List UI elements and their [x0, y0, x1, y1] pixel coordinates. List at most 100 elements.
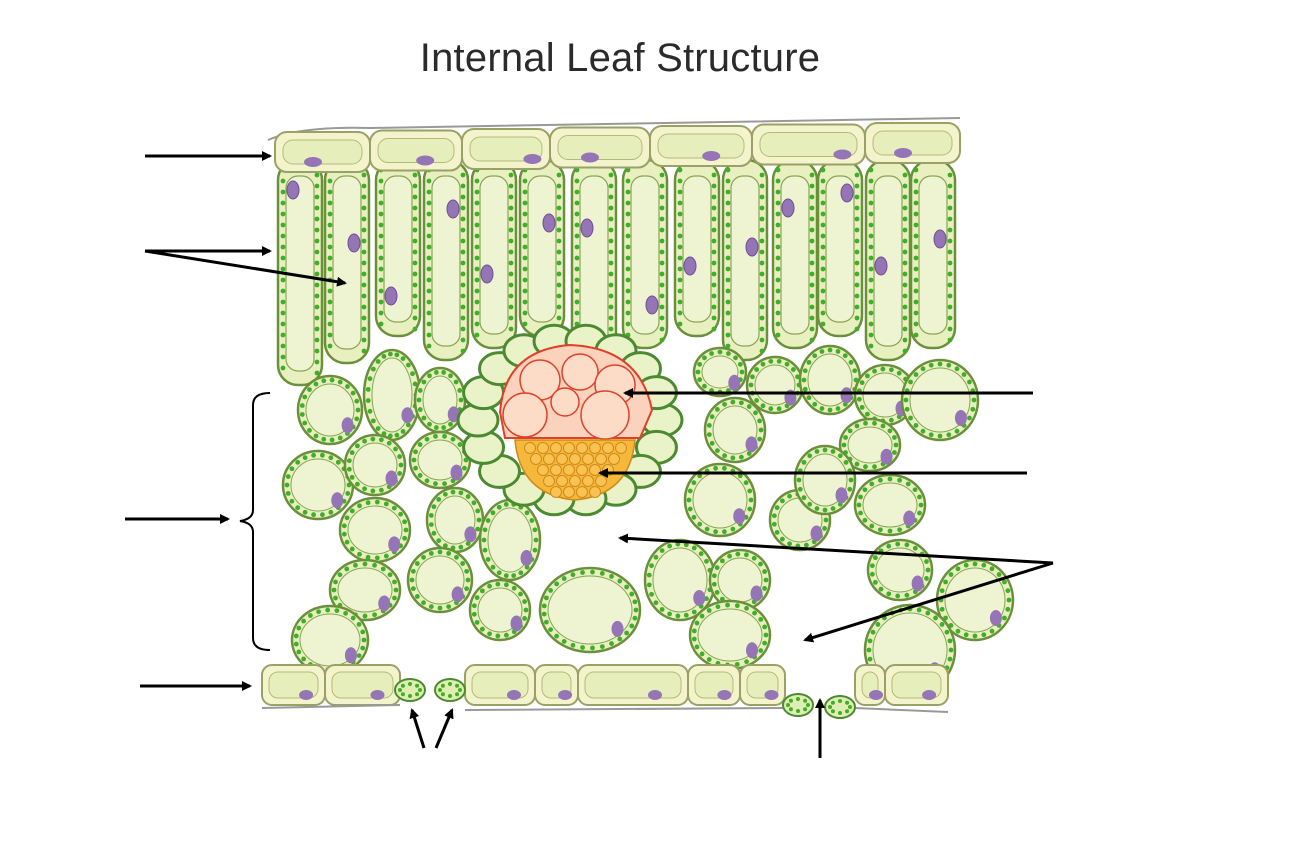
chloroplast — [393, 446, 398, 452]
chloroplast — [455, 683, 460, 688]
chloroplast — [344, 515, 350, 521]
chloroplast — [417, 407, 423, 412]
phloem-cell — [563, 464, 575, 476]
chloroplast — [574, 244, 580, 250]
chloroplast — [414, 594, 420, 599]
chloroplast — [667, 611, 673, 617]
chloroplast — [903, 397, 909, 403]
chloroplast — [357, 551, 362, 557]
chloroplast — [554, 633, 560, 639]
nucleus — [507, 690, 521, 700]
spongy-cell — [683, 462, 757, 538]
chloroplast — [556, 249, 562, 255]
chloroplast — [714, 448, 720, 454]
chloroplast — [361, 205, 367, 211]
chloroplast — [725, 255, 731, 261]
chloroplast — [762, 624, 768, 630]
chloroplast — [457, 388, 463, 393]
chloroplast — [895, 541, 901, 547]
chloroplast — [548, 588, 553, 593]
phloem-cell — [556, 475, 568, 487]
chloroplast — [854, 194, 860, 200]
chloroplast — [361, 282, 367, 288]
chloroplast — [400, 429, 406, 434]
chloroplast — [374, 555, 380, 561]
chloroplast — [412, 227, 418, 233]
chloroplast — [474, 277, 480, 283]
spongy-cell — [703, 396, 767, 464]
chloroplast — [659, 304, 665, 310]
chloroplast — [738, 454, 744, 460]
chloroplast — [709, 440, 715, 446]
chloroplast — [370, 488, 376, 494]
spongy-cell — [643, 538, 717, 622]
chloroplast — [314, 238, 320, 244]
chloroplast — [759, 282, 765, 288]
chloroplast — [280, 288, 286, 294]
nucleus — [304, 157, 322, 167]
chloroplast — [314, 183, 320, 189]
chloroplast — [809, 315, 815, 321]
chloroplast — [460, 293, 466, 299]
chloroplast — [947, 656, 953, 662]
chloroplast — [460, 172, 466, 178]
chloroplast — [854, 172, 860, 178]
chloroplast — [752, 610, 757, 616]
chloroplast — [436, 538, 442, 544]
chloroplast — [314, 304, 320, 310]
chloroplast — [522, 222, 528, 228]
chloroplast — [608, 205, 614, 211]
chloroplast — [280, 233, 286, 239]
chloroplast — [608, 249, 614, 255]
chloroplast — [730, 526, 736, 532]
chloroplast — [963, 562, 969, 568]
chloroplast — [334, 608, 340, 614]
chloroplast — [343, 610, 349, 616]
chloroplast — [424, 478, 430, 484]
chloroplast — [854, 238, 860, 244]
chloroplast — [541, 611, 547, 617]
nucleus — [648, 690, 662, 700]
nucleus — [750, 585, 763, 602]
chloroplast — [892, 450, 897, 455]
chloroplast — [649, 563, 654, 569]
chloroplast — [522, 277, 528, 283]
chloroplast — [556, 227, 562, 233]
chloroplast — [361, 315, 367, 321]
chloroplast — [868, 299, 874, 305]
chloroplast — [677, 277, 683, 283]
chloroplast — [460, 315, 466, 321]
nucleus — [874, 256, 888, 276]
phloem-cell — [550, 464, 562, 476]
chloroplast — [748, 497, 754, 503]
chloroplast — [508, 172, 514, 178]
upper-epidermis-cell — [751, 123, 866, 166]
chloroplast — [314, 337, 320, 343]
chloroplast — [280, 211, 286, 217]
chloroplast — [924, 559, 929, 564]
chloroplast — [436, 496, 442, 502]
chloroplast — [872, 368, 877, 374]
chloroplast — [711, 304, 717, 310]
chloroplast — [775, 310, 781, 316]
chloroplast — [677, 266, 683, 272]
chloroplast — [759, 194, 765, 200]
chloroplast — [775, 288, 781, 294]
chloroplast — [345, 491, 351, 496]
chloroplast — [711, 249, 717, 255]
chloroplast — [426, 211, 432, 217]
chloroplast — [819, 349, 825, 354]
chloroplast — [421, 600, 426, 606]
chloroplast — [633, 607, 639, 613]
chloroplast — [916, 607, 922, 613]
chloroplast — [677, 167, 683, 173]
phloem-cell — [543, 475, 555, 487]
chloroplast — [677, 233, 683, 239]
chloroplast — [659, 271, 665, 277]
chloroplast — [474, 222, 480, 228]
chloroplast — [893, 442, 899, 448]
chloroplast — [733, 355, 738, 361]
phloem-cell — [615, 442, 627, 454]
chloroplast — [754, 367, 760, 372]
chloroplast — [327, 189, 333, 195]
